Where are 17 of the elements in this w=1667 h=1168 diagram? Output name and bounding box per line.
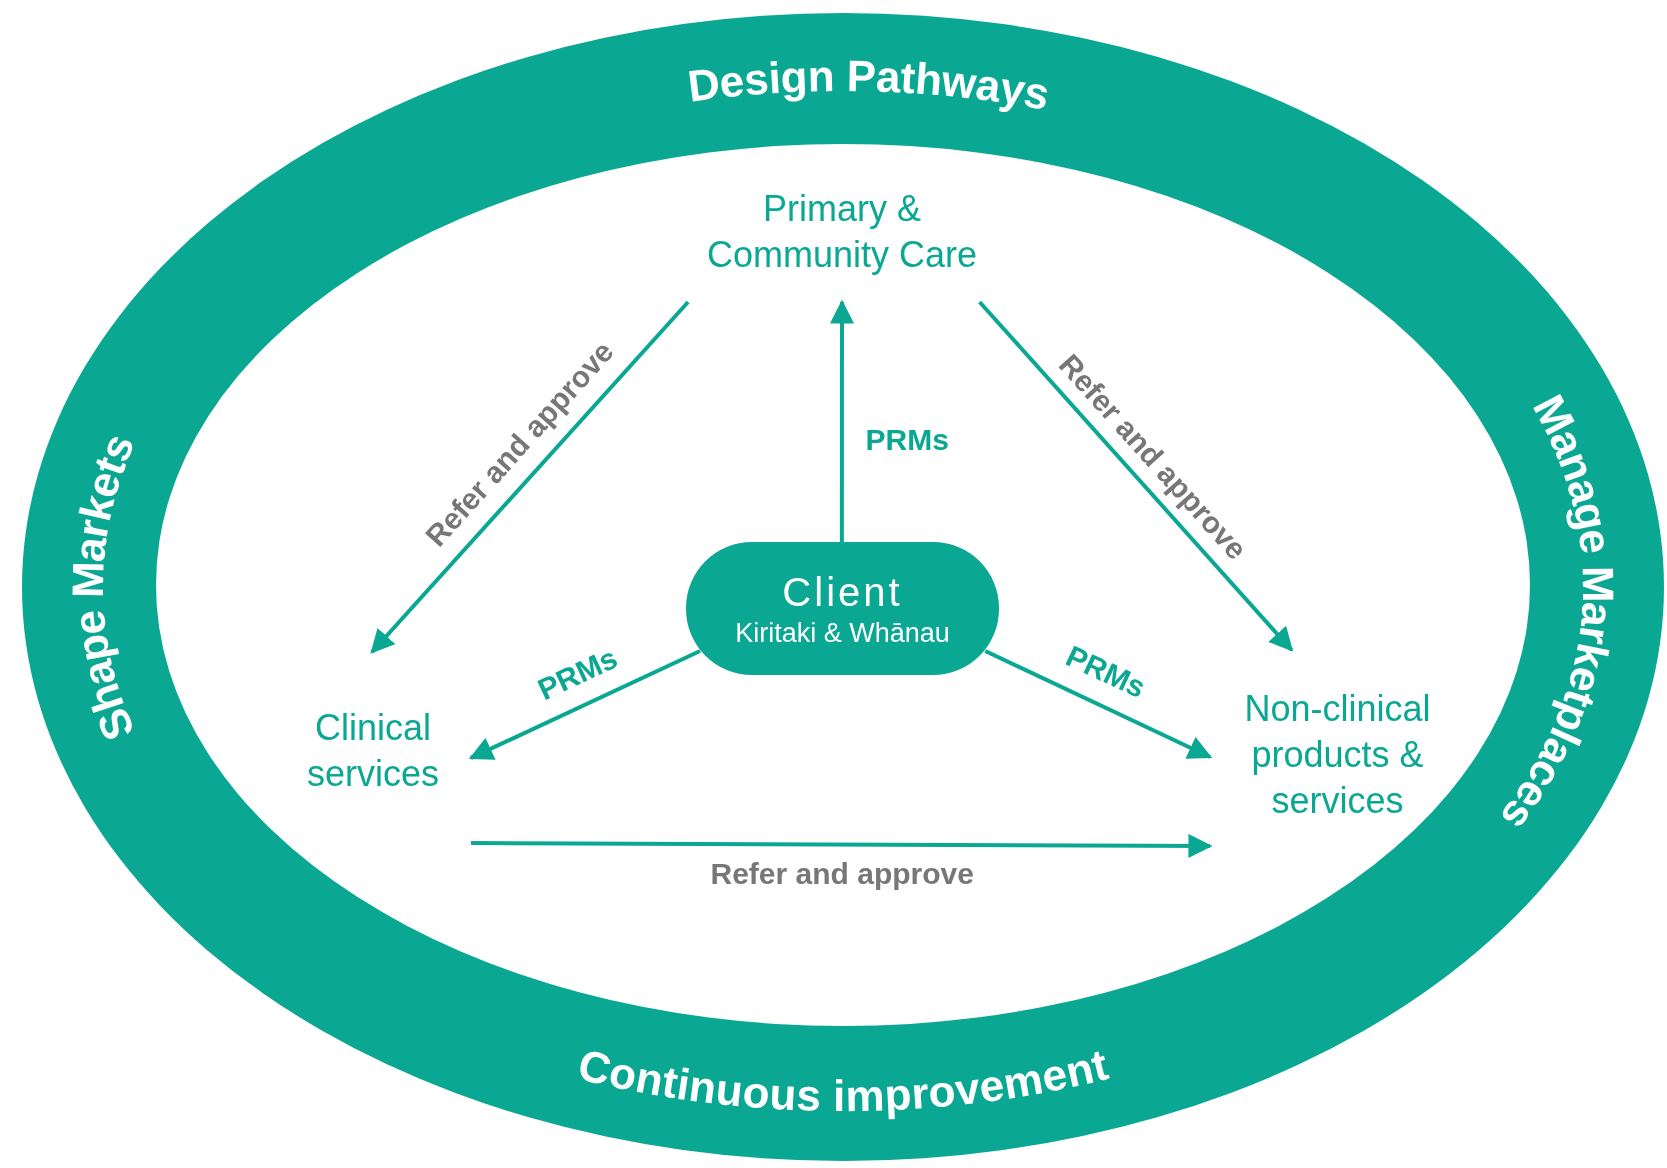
arrow	[984, 649, 1213, 759]
arrow	[468, 649, 701, 760]
edge-label: Refer and approve	[710, 857, 974, 891]
edge-label: PRMs	[1060, 639, 1151, 705]
arrow	[471, 833, 1213, 858]
edge-label: PRMs	[532, 641, 623, 707]
node-subtitle: Kiritaki & Whānau	[735, 616, 950, 650]
node-label: Non-clinical products & services	[1243, 687, 1432, 823]
band-label: Design Pathways	[684, 50, 1054, 119]
arrow	[830, 299, 854, 542]
arrow	[978, 300, 1294, 652]
node-label: Clinical services	[306, 706, 440, 796]
node-label: Primary & Community Care	[705, 187, 979, 277]
band-label: Continuous improvement	[573, 1039, 1113, 1121]
edge-label: PRMs	[865, 423, 949, 457]
arrow	[370, 300, 690, 654]
node-title: Client	[782, 568, 903, 616]
